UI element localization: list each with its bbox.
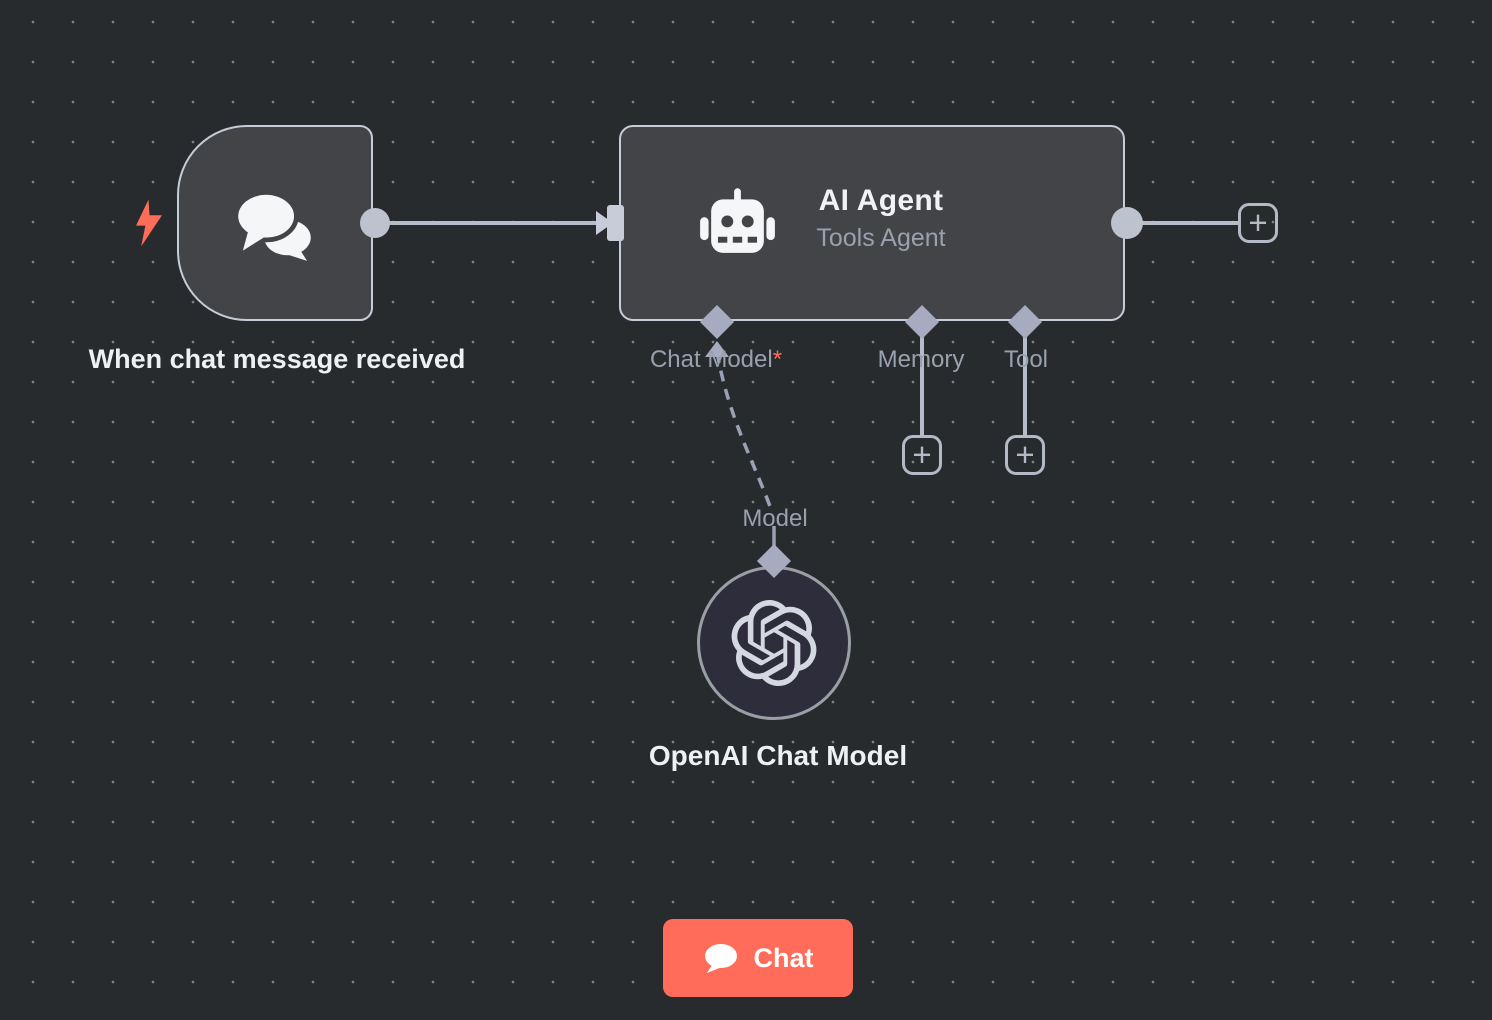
agent-input-endpoint[interactable] (607, 205, 624, 241)
tool-port-label: Tool (1003, 346, 1049, 373)
agent-output-endpoint[interactable] (1111, 207, 1143, 239)
add-memory-button[interactable]: + (902, 435, 942, 475)
required-asterisk: * (772, 346, 783, 373)
wire-arrowhead-icon (596, 211, 613, 235)
model-port-label: Model (742, 505, 808, 532)
chat-model-arrow-icon (705, 341, 729, 357)
trigger-output-endpoint[interactable] (360, 208, 390, 238)
chat-button-label: Chat (753, 942, 814, 973)
add-tool-button[interactable]: + (1005, 435, 1045, 475)
memory-port-label: Memory (877, 346, 965, 373)
trigger-node-label: When chat message received (88, 344, 466, 374)
openai-output-diamond[interactable] (757, 544, 791, 578)
chat-bubble-icon (704, 944, 737, 973)
add-node-after-agent-button[interactable]: + (1238, 203, 1278, 243)
chat-button[interactable]: Chat (663, 919, 853, 997)
memory-input-diamond[interactable] (905, 305, 939, 339)
wire-chatmodel-to-openai[interactable] (715, 351, 774, 513)
tool-input-diamond[interactable] (1008, 305, 1042, 339)
agent-node-subtitle: Tools Agent (816, 224, 946, 252)
chat-model-input-diamond[interactable] (700, 305, 734, 339)
chat-model-port-label: Chat Model* (649, 346, 783, 373)
openai-node-label: OpenAI Chat Model (648, 740, 908, 771)
agent-node-title: AI Agent (818, 184, 944, 217)
